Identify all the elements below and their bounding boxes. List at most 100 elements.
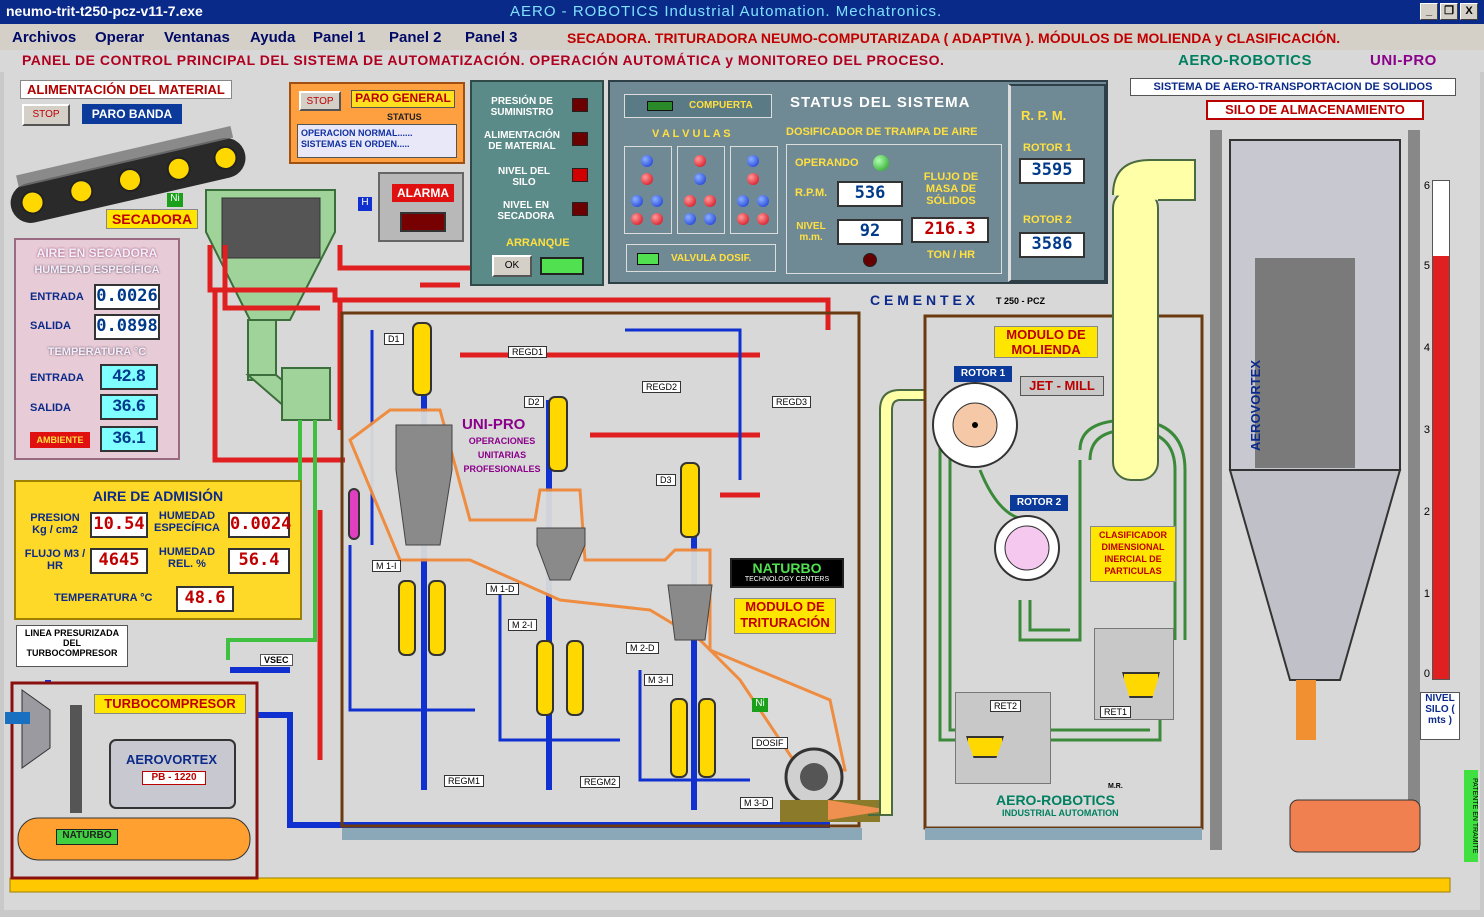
pressurized-line-label: LINEA PRESURIZADA DEL TURBOCOMPRESOR — [16, 625, 128, 667]
mill-cylinder — [566, 640, 584, 716]
valve-dot — [651, 195, 663, 207]
valvula-dosif-label: VALVULA DOSIF. — [671, 253, 752, 264]
silo-title: SILO DE ALMACENAMIENTO — [1206, 100, 1424, 120]
tag-d3: D3 — [656, 474, 676, 486]
status-message-box: OPERACION NORMAL...... SISTEMAS EN ORDEN… — [297, 124, 457, 158]
menu-panel-3[interactable]: Panel 3 — [465, 29, 518, 46]
silo-level-gauge — [1432, 180, 1450, 680]
tag-d1: D1 — [384, 333, 404, 345]
compressor-brand: AEROVORTEX — [126, 752, 218, 767]
patent-label: PATENTE EN TRAMITE — [1464, 770, 1478, 862]
rpm-value: 536 — [837, 181, 903, 207]
dryer-temperature-label: TEMPERATURA °C — [47, 346, 147, 358]
valve-dot — [694, 155, 706, 167]
menu-bar: Archivos Operar Ventanas Ayuda Panel 1 P… — [0, 24, 1484, 50]
general-stop-button[interactable]: STOP — [299, 91, 341, 111]
status-line-2: SISTEMAS EN ORDEN..... — [301, 139, 410, 149]
menu-panel-1[interactable]: Panel 1 — [313, 29, 366, 46]
silo-aerovortex-label: AEROVORTEX — [1248, 359, 1263, 451]
valve-dot — [641, 173, 653, 185]
intake-temperature-label: TEMPERATURA °C — [54, 592, 153, 604]
mill-cylinder — [398, 580, 416, 656]
tag-d2: D2 — [524, 396, 544, 408]
dryer-temp-in-value: 42.8 — [100, 364, 158, 390]
window-banner: AERO - ROBOTICS Industrial Automation. M… — [510, 3, 943, 20]
valve-dot — [747, 173, 759, 185]
rpm-label: R.P.M. — [795, 187, 828, 199]
menu-operar[interactable]: Operar — [95, 29, 145, 46]
intake-pressure-value: 10.54 — [90, 512, 148, 538]
secadora-label: SECADORA — [106, 209, 198, 229]
intake-flow-label: FLUJO M3 / HR — [24, 548, 86, 572]
menu-panel-2[interactable]: Panel 2 — [389, 29, 442, 46]
compuerta-control[interactable]: COMPUERTA — [624, 94, 772, 118]
rotor2-rpm-value: 3586 — [1019, 232, 1085, 258]
turbocompressor-title: TURBOCOMPRESOR — [94, 694, 246, 714]
close-button[interactable]: X — [1460, 3, 1478, 20]
valve-dot — [704, 213, 716, 225]
jet-mill-label: JET - MILL — [1020, 376, 1104, 396]
valvulas-label: V A L V U L A S — [652, 128, 731, 140]
nivel-silo-label: NIVEL SILO ( mts ) — [1420, 692, 1460, 740]
ok-button[interactable]: OK — [492, 255, 532, 277]
alarm-label: ALARMA — [392, 184, 454, 202]
menu-archivos[interactable]: Archivos — [12, 29, 77, 46]
feed-stop-button[interactable]: STOP — [22, 104, 70, 126]
flujo-value: 216.3 — [911, 217, 989, 243]
indicator-secadora-lamp — [572, 202, 588, 216]
intake-humidity-rel-label: HUMEDAD REL. % — [158, 546, 216, 570]
paro-banda-button[interactable]: PARO BANDA — [82, 104, 182, 124]
mr-mark: M.R. — [1108, 783, 1123, 790]
minimize-button[interactable]: _ — [1420, 3, 1438, 20]
valvula-dosif-control[interactable]: VALVULA DOSIF. — [626, 244, 776, 272]
compuerta-label: COMPUERTA — [689, 100, 753, 111]
indicator-alimentacion-lamp — [572, 132, 588, 146]
valve-dot — [631, 213, 643, 225]
silo-scale-tick: 4 — [1423, 342, 1430, 354]
valve-dot — [737, 213, 749, 225]
compuerta-lamp — [647, 101, 673, 111]
tag-m1i: M 1-I — [372, 560, 401, 572]
intake-humidity-spec-value: 0.0024 — [228, 512, 291, 538]
subtitle-bar: PANEL DE CONTROL PRINCIPAL DEL SISTEMA D… — [0, 50, 1484, 72]
menu-ventanas[interactable]: Ventanas — [164, 29, 230, 46]
valve-dot — [704, 195, 716, 207]
indicator-alimentacion-label: ALIMENTACIÓN DE MATERIAL — [484, 130, 560, 152]
mill-cylinder — [428, 580, 446, 656]
milling-brand-sub: INDUSTRIAL AUTOMATION — [1002, 808, 1119, 818]
dryer-entrada-label: ENTRADA — [30, 291, 84, 303]
paro-general-button[interactable]: PARO GENERAL — [351, 90, 455, 108]
flujo-unit: TON / HR — [927, 249, 976, 261]
menu-ayuda[interactable]: Ayuda — [250, 29, 296, 46]
tag-regd3: REGD3 — [772, 396, 812, 408]
subtitle-brand-aero: AERO-ROBOTICS — [1178, 52, 1312, 69]
subtitle-main: PANEL DE CONTROL PRINCIPAL DEL SISTEMA D… — [22, 52, 945, 68]
maximize-button[interactable]: ❐ — [1440, 3, 1458, 20]
tag-ret2: RET2 — [990, 700, 1022, 712]
indicator-presion-label: PRESIÓN DE SUMINISTRO — [490, 96, 554, 118]
dryer-air-panel: AIRE EN SECADORA HUMEDAD ESPECÍFICA ENTR… — [14, 238, 180, 460]
dryer-cylinder-d2 — [548, 396, 568, 472]
valve-dot — [694, 173, 706, 185]
silo-scale-tick: 6 — [1423, 180, 1430, 192]
pink-cylinder — [348, 488, 360, 540]
indicator-presion-lamp — [572, 98, 588, 112]
feed-title: ALIMENTACIÓN DEL MATERIAL — [20, 80, 232, 99]
status-panel: STOP PARO GENERAL STATUS OPERACION NORMA… — [289, 82, 465, 164]
valve-group-2 — [677, 146, 725, 234]
valve-dot — [684, 213, 696, 225]
rpm-panel-title: R. P. M. — [1021, 108, 1067, 123]
mill-cylinder — [670, 698, 688, 778]
tag-regm1: REGM1 — [444, 775, 485, 787]
intake-flow-value: 4645 — [90, 548, 148, 574]
dryer-cylinder-d1 — [412, 322, 432, 396]
ret1-hopper — [1122, 672, 1160, 698]
cementex-model: T 250 - PCZ — [996, 296, 1046, 306]
tag-m1d: M 1-D — [486, 583, 519, 595]
tag-m3d: M 3-D — [740, 797, 773, 809]
valve-dot — [757, 195, 769, 207]
dosificador-lamp — [863, 253, 877, 267]
nivel-value: 92 — [837, 219, 903, 245]
operando-label: OPERANDO — [795, 157, 859, 169]
